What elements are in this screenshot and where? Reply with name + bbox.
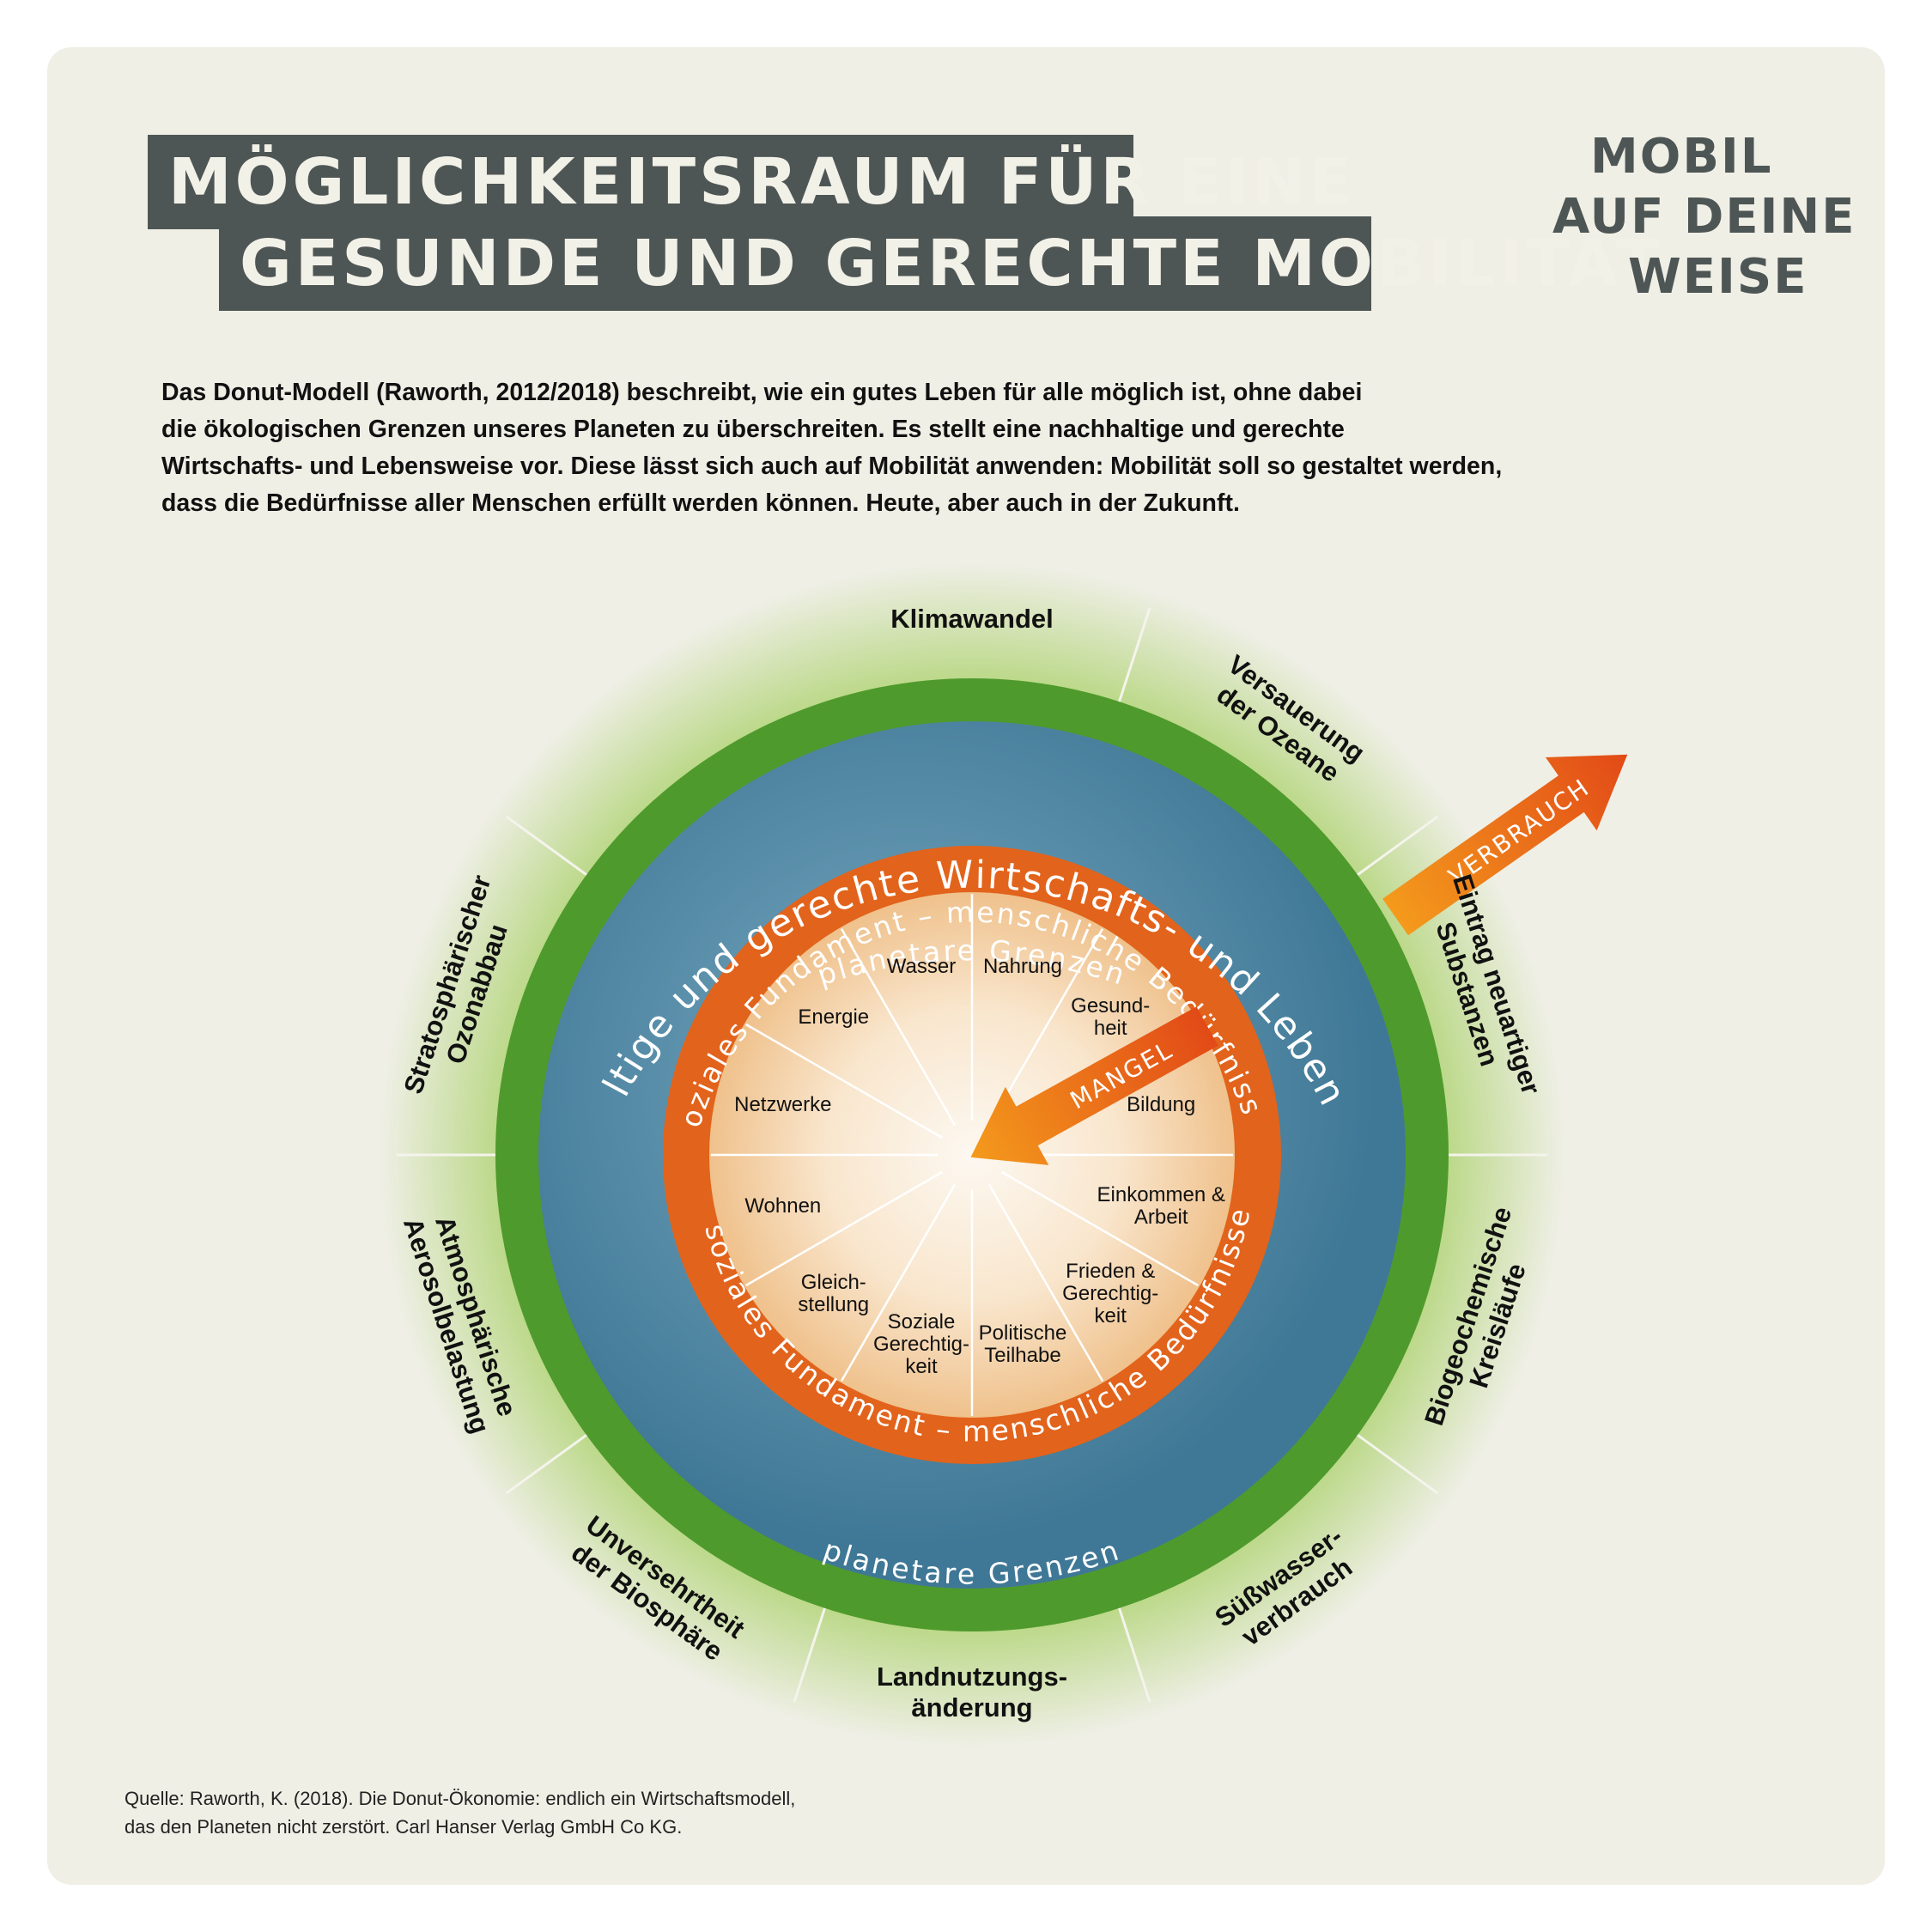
social-need-label: keit [905,1355,938,1378]
logo-line-2: AUF DEINE [1552,189,1856,245]
intro-line: die ökologischen Grenzen unseres Planete… [161,416,1345,443]
social-need-label: Gleich- [801,1271,866,1294]
intro-line: dass die Bedürfnisse aller Menschen erfü… [161,489,1240,517]
intro-line: Das Donut-Modell (Raworth, 2012/2018) be… [161,379,1363,406]
planetary-boundary-label: Klimawandel [890,604,1054,634]
inner-divider [745,1170,943,1287]
social-need-label: Bildung [1127,1093,1195,1116]
outer-divider [506,1426,598,1495]
outer-divider [1114,607,1151,714]
planetary-boundary-label-line: Klimawandel [890,604,1054,634]
social-need-label: Netzwerke [734,1093,831,1116]
outer-divider [1114,1595,1151,1703]
outer-divider [506,815,598,884]
logo-line-3: WEISE [1628,249,1808,305]
social-need-label: keit [1095,1304,1127,1327]
social-need-label: heit [1094,1017,1127,1040]
planetary-boundary-label-line: Landnutzungs- [877,1662,1067,1692]
social-need-label: Nahrung [983,955,1062,978]
social-need-label: Soziale [888,1310,956,1334]
outer-divider [793,1595,830,1703]
social-need-label: Gerechtig- [1062,1282,1158,1305]
inner-divider [745,1023,943,1139]
social-need-label: Frieden & [1066,1260,1155,1283]
source-line: das den Planeten nicht zerstört. Carl Ha… [125,1816,683,1838]
source-note: Quelle: Raworth, K. (2018). Die Donut-Ök… [125,1784,983,1841]
social-need-label: stellung [798,1293,869,1316]
social-need-label: Wohnen [744,1194,821,1218]
source-line: Quelle: Raworth, K. (2018). Die Donut-Ök… [125,1788,796,1809]
planetary-boundary-label-line: änderung [911,1692,1032,1722]
outer-divider [1346,815,1438,884]
inner-divider [840,1184,957,1382]
social-need-label: Einkommen & [1097,1183,1225,1206]
social-need-label: Wasser [887,955,956,978]
overshoot-arrow-shape [1382,754,1628,936]
social-need-label: Gesund- [1071,994,1150,1018]
logo-line-1: MOBIL [1590,129,1773,185]
social-need-label: Politische [979,1321,1067,1345]
logo: MOBIL AUF DEINE WEISE [1552,127,1855,307]
social-need-label: Energie [798,1005,869,1029]
planetary-boundary-label: Landnutzungs-änderung [877,1662,1067,1722]
outer-divider-lines [397,607,1547,1703]
social-need-label: Gerechtig- [873,1333,969,1356]
inner-divider [840,928,957,1126]
intro-line: Wirtschafts- und Lebensweise vor. Diese … [161,453,1503,480]
social-need-label: Arbeit [1134,1206,1188,1229]
social-need-label: Teilhabe [984,1344,1060,1367]
inner-divider [987,1184,1104,1382]
outer-divider [1346,1426,1438,1495]
inner-divider [1001,1170,1199,1287]
intro-paragraph: Das Donut-Modell (Raworth, 2012/2018) be… [161,374,1570,522]
shortfall-arrow-shape [970,1006,1218,1165]
